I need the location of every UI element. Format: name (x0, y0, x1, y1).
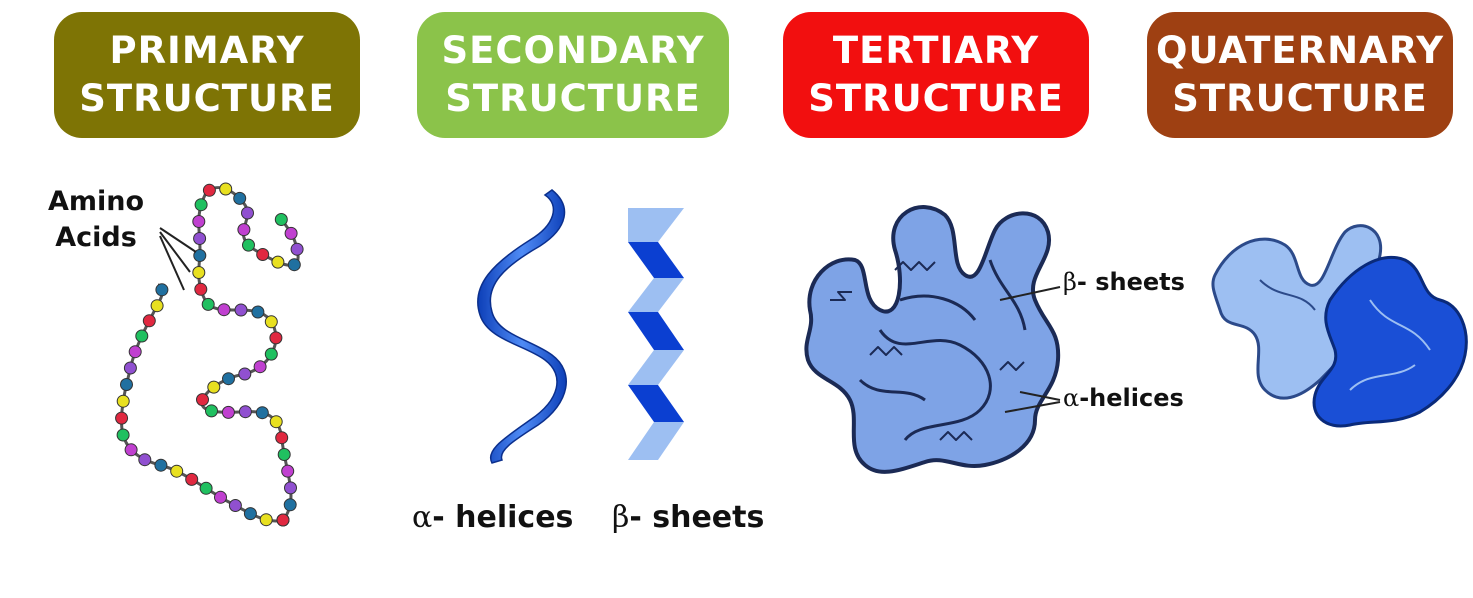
amino-acid-bead (244, 508, 256, 520)
amino-acid-bead (234, 192, 246, 204)
amino-acid-bead (136, 330, 148, 342)
amino-acid-bead (171, 465, 183, 477)
amino-acid-bead (276, 432, 288, 444)
beta-caption-text: - sheets (629, 500, 764, 535)
amino-acid-bead (270, 332, 282, 344)
amino-acid-bead (156, 284, 168, 296)
tertiary-beta-symbol: β (1063, 268, 1077, 296)
amino-acid-bead (143, 315, 155, 327)
amino-acid-bead (206, 405, 218, 417)
amino-acid-bead (291, 243, 303, 255)
amino-acid-bead (235, 304, 247, 316)
amino-acid-bead (193, 216, 205, 228)
tertiary-folded-protein (806, 207, 1058, 472)
amino-acid-bead (124, 362, 136, 374)
beta-sheets-caption: β- sheets (612, 500, 764, 535)
alpha-caption-text: - helices (432, 500, 573, 535)
amino-acid-bead (125, 444, 137, 456)
amino-acid-bead (195, 199, 207, 211)
amino-acid-bead (243, 239, 255, 251)
amino-acid-bead (203, 184, 215, 196)
amino-acid-bead (252, 306, 264, 318)
amino-acid-bead (151, 300, 163, 312)
amino-acid-bead (195, 283, 207, 295)
amino-acid-bead (229, 500, 241, 512)
amino-acid-bead (223, 373, 235, 385)
amino-acid-bead (275, 214, 287, 226)
alpha-helix-ribbon (478, 190, 566, 463)
amino-acid-bead (117, 395, 129, 407)
alpha-symbol: α (412, 500, 432, 535)
amino-label-line1: Amino (48, 184, 144, 220)
tertiary-alpha-symbol: α (1063, 384, 1079, 412)
amino-acid-bead (222, 406, 234, 418)
amino-acid-bead (265, 348, 277, 360)
amino-acid-bead (265, 316, 277, 328)
amino-acid-bead (257, 249, 269, 261)
amino-acid-bead (242, 207, 254, 219)
amino-acid-bead (129, 346, 141, 358)
amino-acid-bead (194, 233, 206, 245)
beta-sheet-zigzag (628, 208, 684, 460)
amino-acid-bead (239, 406, 251, 418)
amino-pointer-lines (160, 228, 196, 290)
amino-acid-bead (139, 454, 151, 466)
amino-acid-bead (260, 514, 272, 526)
tertiary-alpha-helices-label: α-helices (1063, 384, 1184, 412)
amino-acid-bead (155, 459, 167, 471)
amino-label-line2: Acids (48, 220, 144, 256)
amino-acid-bead (256, 407, 268, 419)
tertiary-beta-text: - sheets (1077, 268, 1185, 296)
amino-acid-bead (285, 482, 297, 494)
amino-acid-bead (282, 465, 294, 477)
amino-acid-bead (193, 267, 205, 279)
amino-acids-label: Amino Acids (48, 184, 144, 256)
amino-acid-bead (277, 514, 289, 526)
amino-acid-bead (288, 259, 300, 271)
amino-acid-bead (116, 412, 128, 424)
amino-acid-bead (200, 482, 212, 494)
amino-acid-bead (220, 183, 232, 195)
amino-acid-bead (272, 256, 284, 268)
beta-symbol: β (612, 500, 629, 535)
amino-acid-bead (238, 224, 250, 236)
amino-acid-bead (285, 227, 297, 239)
amino-acid-bead (278, 449, 290, 461)
amino-acid-bead (239, 368, 251, 380)
tertiary-alpha-text: -helices (1079, 384, 1184, 412)
amino-acid-bead (270, 416, 282, 428)
amino-acid-bead (202, 298, 214, 310)
amino-acid-bead (186, 473, 198, 485)
amino-acid-bead (254, 361, 266, 373)
amino-acid-bead (197, 394, 209, 406)
amino-acid-bead (215, 491, 227, 503)
alpha-helices-caption: α- helices (412, 500, 573, 535)
amino-acid-bead (218, 304, 230, 316)
amino-acid-bead (121, 379, 133, 391)
amino-acid-bead (208, 381, 220, 393)
tertiary-beta-sheets-label: β- sheets (1063, 268, 1185, 296)
amino-acid-bead (117, 429, 129, 441)
amino-acid-bead (284, 499, 296, 511)
